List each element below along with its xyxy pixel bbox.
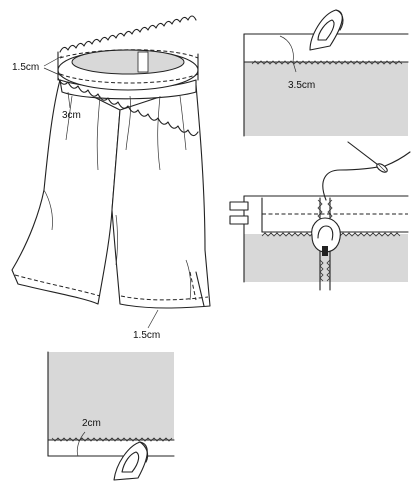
hem-width-label: 1.5cm <box>133 330 160 341</box>
waistband-ruffle-top <box>59 15 197 53</box>
waistband <box>57 15 199 137</box>
right-hem-stitch <box>120 295 209 301</box>
needle-icon <box>347 141 388 173</box>
safety-pin-icon <box>311 217 341 256</box>
hem-zigzag <box>51 437 173 442</box>
waistband-height-label: 3cm <box>62 110 81 121</box>
waistband-ruffle-bottom <box>57 77 199 137</box>
shorts-labels: 1.5cm 3cm 1.5cm <box>12 55 160 341</box>
shorts-right-leg <box>111 84 211 309</box>
iron-icon <box>309 9 344 51</box>
shorts-left-leg <box>11 79 121 305</box>
hem-fold-label: 2cm <box>82 418 101 429</box>
casing-zigzag <box>251 60 403 65</box>
casing-fold-diagram: 3.5cm <box>243 9 409 137</box>
left-hem-stitch <box>14 274 101 297</box>
shorts-illustration <box>11 79 211 309</box>
waistband-width-label: 1.5cm <box>12 62 39 73</box>
threading-elastic-diagram <box>229 141 411 291</box>
iron-icon <box>113 441 149 481</box>
casing-fold-label: 3.5cm <box>288 80 315 91</box>
hem-fold-diagram: 2cm <box>47 351 175 481</box>
